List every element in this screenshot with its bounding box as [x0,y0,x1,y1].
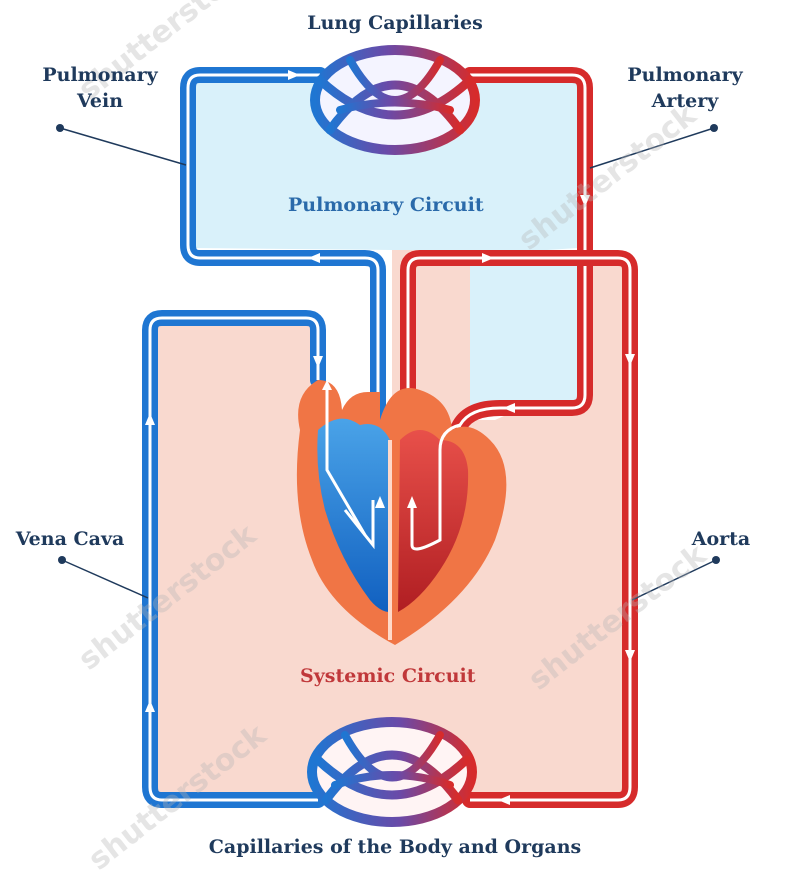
vena-cava-label: Vena Cava [0,526,140,552]
pulmonary-circuit-label: Pulmonary Circuit [288,194,484,216]
pulmonary-vein-label: Pulmonary Vein [20,62,180,114]
pulmonary-artery-label: Pulmonary Artery [600,62,770,114]
body-capillaries [312,722,472,822]
lung-capillaries-label: Lung Capillaries [250,10,540,36]
aorta-label: Aorta [666,526,776,552]
systemic-circuit-label: Systemic Circuit [300,665,476,687]
lung-capillaries [315,50,475,150]
pulmonary-region-right [470,258,585,408]
body-capillaries-label: Capillaries of the Body and Organs [120,834,670,860]
